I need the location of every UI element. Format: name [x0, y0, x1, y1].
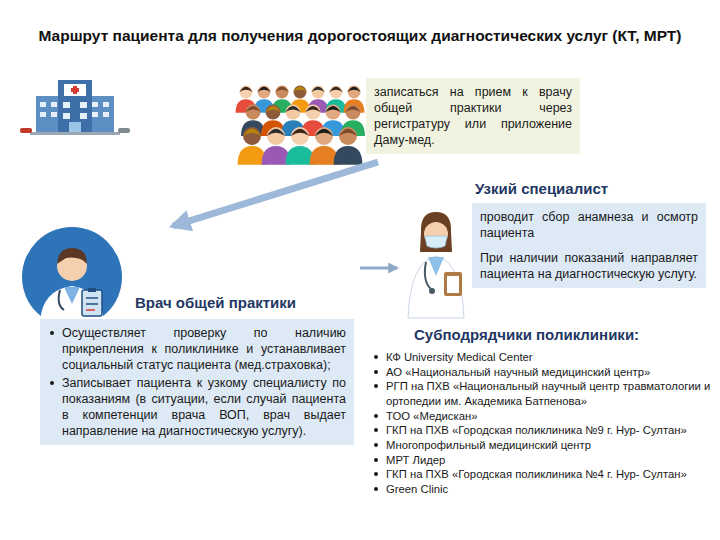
- box-heading: Врач общей практики: [135, 232, 357, 311]
- text-box: Осуществляет проверку по наличию прикреп…: [40, 319, 354, 445]
- list-item: МРТ Лидер: [386, 453, 714, 468]
- person-hair: [286, 106, 301, 112]
- box-heading: Узкий специалист: [475, 178, 708, 197]
- person-head: [266, 105, 281, 120]
- person-head: [339, 127, 357, 145]
- person-head: [330, 86, 343, 99]
- list-item: ГКП на ПХВ «Городская поликлиника №9 г. …: [386, 423, 714, 438]
- person-hair: [266, 106, 281, 112]
- person-hair: [326, 106, 341, 112]
- crowd-illustration: [236, 86, 365, 165]
- person-head: [267, 127, 285, 145]
- person-head: [286, 105, 301, 120]
- person-head: [315, 127, 333, 145]
- flow-arrow: [173, 162, 378, 226]
- person-head: [346, 105, 361, 120]
- person-hair: [276, 87, 289, 92]
- flow-arrow: [360, 267, 397, 270]
- person-head: [312, 86, 325, 99]
- person-head: [240, 86, 253, 99]
- practitioner-box: Врач общей практикиОсуществляет проверку…: [15, 232, 357, 445]
- person-head: [276, 86, 289, 99]
- list-item: КФ University Medical Center: [386, 350, 714, 365]
- subcontractor-list: Субподрядчики поликлиники: КФ University …: [372, 326, 714, 497]
- person-head: [306, 105, 321, 120]
- title: Маршрут пациента для получения дорогосто…: [5, 27, 715, 45]
- person-hair: [291, 129, 309, 136]
- list-item: ТОО «Медискан»: [386, 409, 714, 424]
- person-head: [258, 86, 271, 99]
- bullet-text: Осуществляет проверку по наличию прикреп…: [62, 325, 346, 373]
- body-text: При наличии показаний направляет пациент…: [480, 250, 698, 282]
- person-hair: [246, 106, 261, 112]
- person-hair: [312, 87, 325, 92]
- person-head: [243, 127, 261, 145]
- person-hair: [306, 106, 321, 112]
- person-hair: [346, 106, 361, 112]
- specialist-box: Узкий специалист проводит сбор анамнеза и…: [400, 178, 708, 288]
- list-item: ГКП на ПХВ «Городская поликлиника №4 г. …: [386, 467, 714, 482]
- hospital-icon: [20, 80, 130, 135]
- person-head: [246, 105, 261, 120]
- person-hair: [294, 87, 307, 92]
- person-head: [294, 86, 307, 99]
- person-hair: [267, 129, 285, 136]
- bullet-text: Записывает пациента к узкому специалисту…: [62, 375, 346, 439]
- person-hair: [258, 87, 271, 92]
- person-hair: [315, 129, 333, 136]
- person-body: [334, 146, 363, 165]
- specialist-figure: [408, 212, 464, 318]
- list-item: АО «Национальный научный медицинский цен…: [386, 365, 714, 380]
- person-head: [326, 105, 341, 120]
- person-hair: [243, 129, 261, 136]
- list-heading: Субподрядчики поликлиники:: [414, 326, 714, 343]
- person-head: [291, 127, 309, 145]
- doctor-icon: [22, 227, 122, 327]
- body-text: проводит сбор анамнеза и осмотр пациента: [480, 209, 698, 241]
- list-item: Green Clinic: [386, 482, 714, 497]
- action-box: записаться на прием к врачу общей практи…: [238, 78, 582, 154]
- list-item: Многопрофильный медицинский центр: [386, 438, 714, 453]
- person-hair: [339, 129, 357, 136]
- person-hair: [240, 87, 253, 92]
- list-item: РГП на ПХВ «Национальный научный центр т…: [386, 379, 714, 408]
- person-hair: [330, 87, 343, 92]
- person-head: [348, 86, 361, 99]
- person-hair: [348, 87, 361, 92]
- body-text: записаться на прием к врачу общей практи…: [374, 84, 572, 148]
- text-box: записаться на прием к врачу общей практи…: [366, 78, 580, 154]
- text-box: проводит сбор анамнеза и осмотр пациента…: [472, 203, 706, 288]
